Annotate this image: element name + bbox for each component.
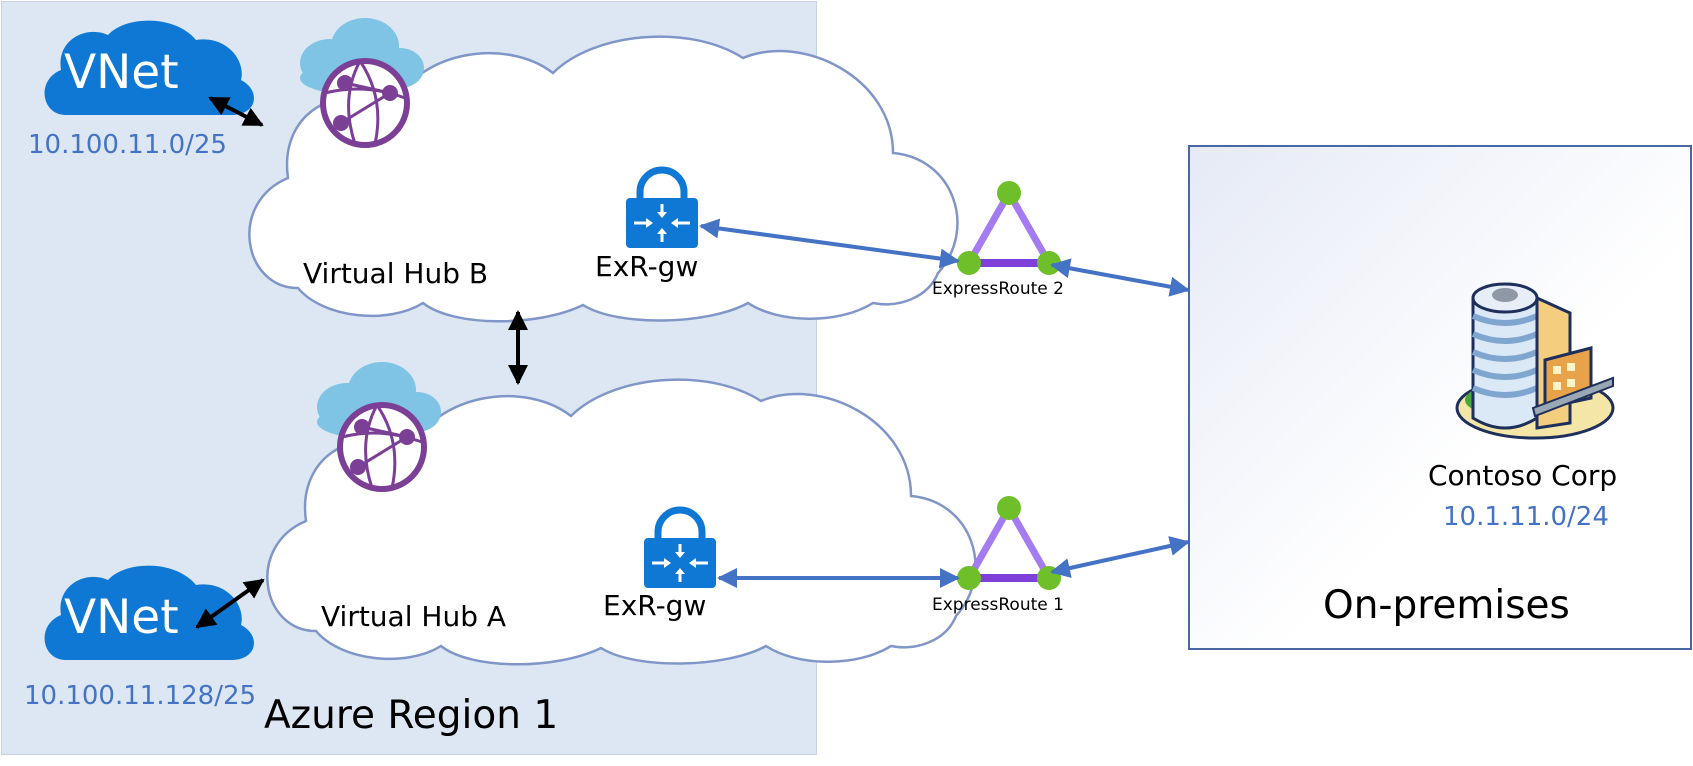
azure-region-label: Azure Region 1: [264, 693, 559, 738]
vnet-to-hub-b-link: [208, 96, 264, 127]
vnet-a-prefix: 10.100.11.128/25: [24, 681, 257, 711]
expressroute-circuit-icon: [957, 181, 1061, 275]
contoso-corp-label: Contoso Corp: [1428, 459, 1618, 492]
hub-b-gateway-label: ExR-gw: [595, 250, 699, 283]
expressroute-2-label: ExpressRoute 2: [932, 279, 1064, 299]
hub-a-gateway-label: ExR-gw: [603, 589, 707, 622]
expressroute-2-to-onprem-link: [1050, 258, 1190, 297]
virtual-hub-b-label: Virtual Hub B: [303, 257, 489, 290]
expressroute-1-label: ExpressRoute 1: [932, 595, 1064, 615]
vnet-a-label: VNet: [64, 590, 179, 645]
on-premises-label: On-premises: [1323, 583, 1570, 628]
virtual-hub-a-label: Virtual Hub A: [321, 600, 507, 633]
hub-b-gateway-to-expressroute-2-link: [699, 218, 960, 269]
office-building-icon: [1455, 282, 1615, 440]
vnet-b-label: VNet: [64, 45, 179, 100]
vnet-b-prefix: 10.100.11.0/25: [28, 130, 227, 160]
vnet-to-hub-a-link: [195, 578, 265, 629]
expressroute-1-to-onprem-link: [1050, 536, 1190, 578]
contoso-corp-prefix: 10.1.11.0/24: [1443, 502, 1609, 532]
